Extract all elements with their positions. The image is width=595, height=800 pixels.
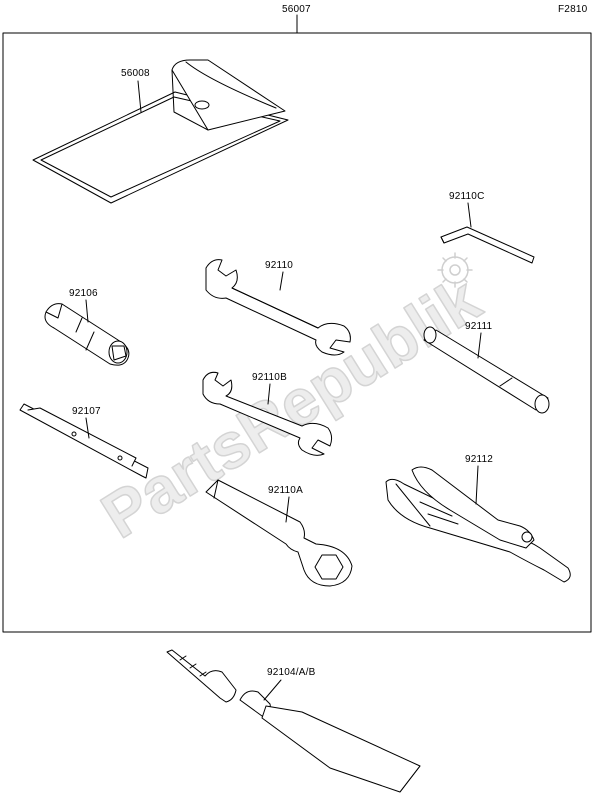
part-label-92110: 92110 [265, 260, 294, 271]
part-label-56008: 56008 [121, 68, 150, 79]
part-label-92112: 92112 [465, 454, 494, 465]
grease-tube-icon [166, 649, 421, 793]
plug-socket-icon [44, 303, 130, 366]
handle-bar-icon [423, 326, 550, 414]
box-wrench-icon [205, 479, 353, 587]
leader-92107 [85, 417, 90, 439]
leader-92111 [477, 332, 482, 359]
kit-part-label: 56007 [282, 4, 311, 15]
leader-92110a [285, 496, 290, 523]
part-label-92110c: 92110C [449, 191, 485, 202]
part-label-92104: 92104/A/B [267, 667, 316, 678]
leader-92110c [467, 202, 472, 228]
part-label-92110b: 92110B [252, 372, 287, 383]
leader-92106 [85, 299, 89, 323]
part-label-92110a: 92110A [268, 485, 303, 496]
part-label-92107: 92107 [72, 406, 101, 417]
watermark-gear-icon [437, 252, 473, 288]
pliers-icon [385, 466, 571, 583]
leader-92112 [475, 465, 479, 505]
figure-code-label: F2810 [558, 4, 588, 15]
leader-92110 [279, 271, 284, 291]
leader-92104 [263, 679, 282, 701]
part-label-92106: 92106 [69, 288, 98, 299]
tool-pouch-icon [32, 59, 289, 204]
hex-key-icon [440, 226, 535, 264]
screwdriver-icon [19, 403, 149, 479]
leader-56008 [137, 80, 142, 113]
open-end-wrench-icon [205, 259, 351, 356]
part-label-92111: 92111 [465, 321, 493, 332]
double-wrench-icon [202, 371, 333, 456]
leader-92110b [267, 383, 271, 405]
